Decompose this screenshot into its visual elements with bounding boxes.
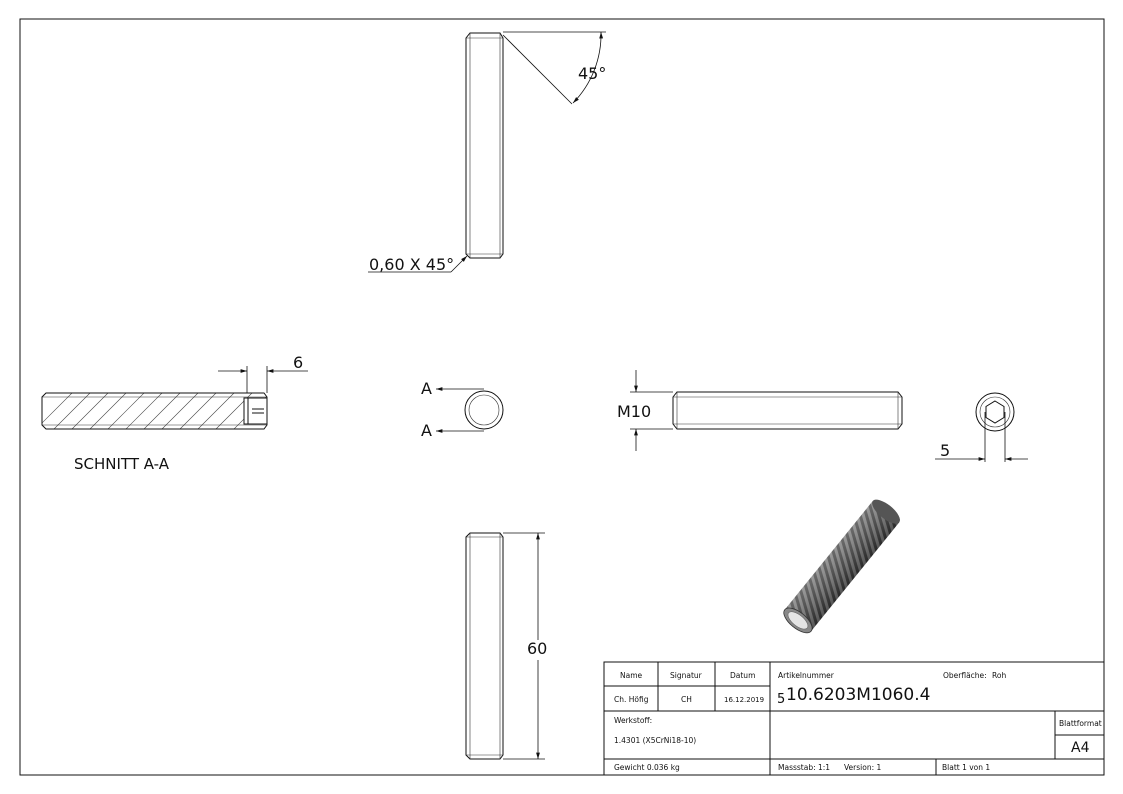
section-marker-top: A: [421, 379, 432, 398]
isometric-view: [783, 499, 900, 634]
surface-label: Oberfläche:: [943, 671, 987, 680]
header-date: Datum: [730, 671, 755, 680]
material-label: Werkstoff:: [614, 716, 652, 725]
hex-dimension: 5: [940, 441, 950, 460]
section-marker-bottom: A: [421, 421, 432, 440]
author-name: Ch. Höfig: [614, 695, 649, 704]
angle-dimension: 45°: [578, 64, 606, 83]
section-marker-view: A A: [421, 379, 504, 440]
scale: Massstab: 1:1: [778, 763, 830, 772]
author-signature: CH: [681, 695, 692, 704]
section-depth-dimension: 6: [293, 353, 303, 372]
article-prefix: 5: [777, 692, 785, 707]
thread-dimension: M10: [617, 402, 651, 421]
material-value: 1.4301 (X5CrNi18-10): [614, 736, 696, 745]
title-block: Name Signatur Datum Ch. Höfig CH 16.12.2…: [603, 661, 1105, 776]
section-view: 6 SCHNITT A-A: [41, 353, 308, 473]
section-label: SCHNITT A-A: [74, 455, 170, 473]
chamfer-callout: 0,60 X 45°: [369, 255, 454, 274]
top-view: 45° 0,60 X 45°: [368, 31, 606, 274]
version: Version: 1: [844, 763, 881, 772]
weight: Gewicht 0.036 kg: [614, 763, 680, 772]
header-signature: Signatur: [670, 671, 703, 680]
sheet-border: [19, 18, 1105, 776]
article-label: Artikelnummer: [778, 671, 835, 680]
header-name: Name: [620, 671, 643, 680]
drawing-date: 16.12.2019: [724, 696, 764, 704]
sheet-count: Blatt 1 von 1: [942, 763, 990, 772]
surface-value: Roh: [992, 671, 1006, 680]
length-dimension: 60: [527, 639, 547, 658]
article-number: 10.6203M1060.4: [786, 685, 930, 705]
sheet-format-label: Blattformat: [1059, 719, 1102, 728]
front-view: M10: [617, 370, 903, 451]
sheet-format-value: A4: [1071, 740, 1090, 756]
end-view: 5: [935, 392, 1028, 462]
bottom-view: 60: [465, 532, 547, 760]
